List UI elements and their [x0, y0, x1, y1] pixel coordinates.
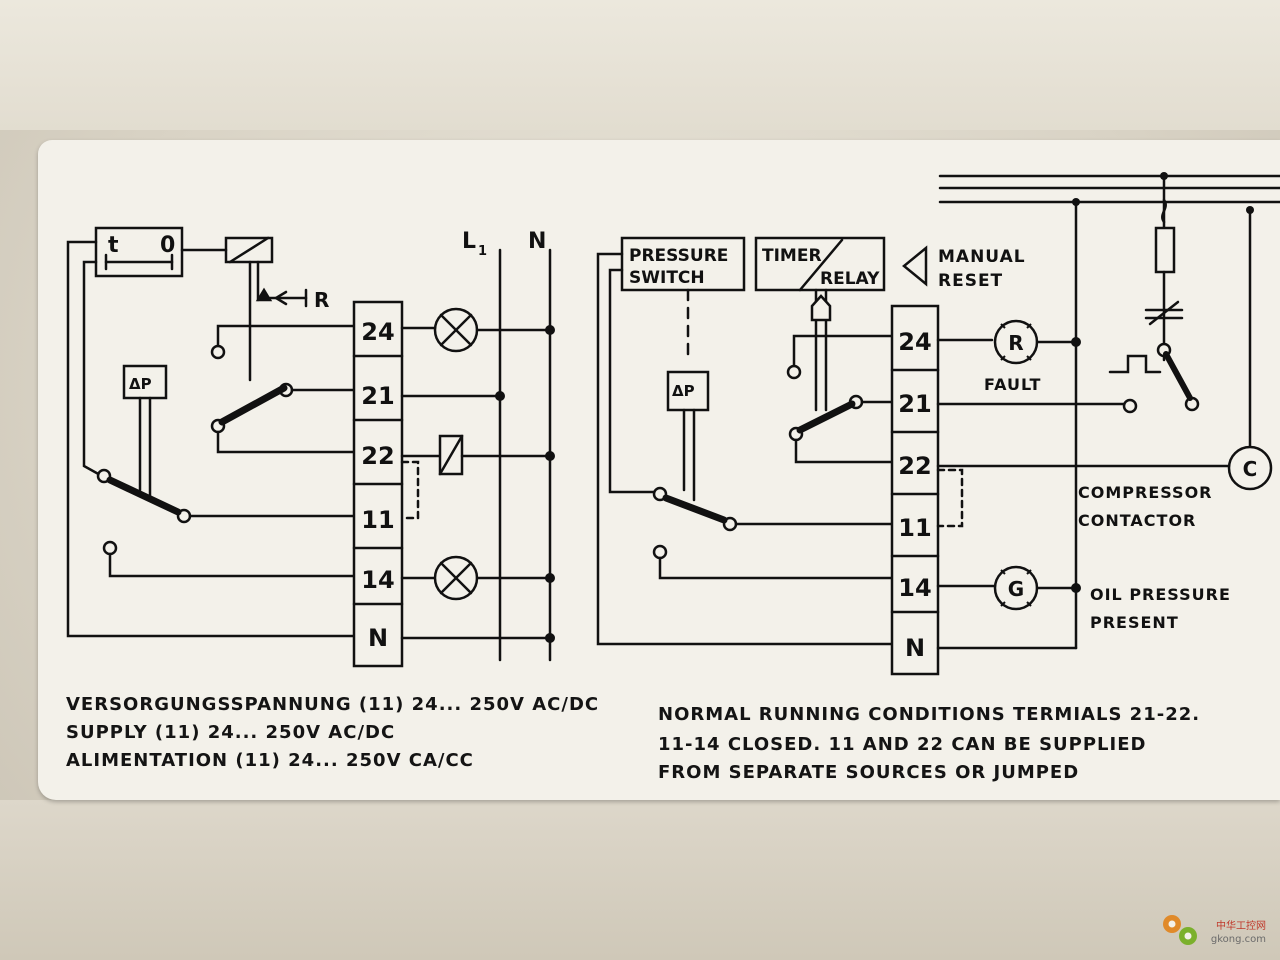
terminal-left-14: 14: [361, 566, 394, 594]
pressure-switch-label-1: PRESSURE: [629, 246, 728, 266]
terminal-left-24: 24: [361, 318, 394, 346]
gkong-logo-icon: [1163, 915, 1197, 945]
note-right-1: NORMAL RUNNING CONDITIONS TERMIALS 21-22…: [658, 704, 1201, 725]
outer-wire: [66, 240, 356, 638]
terminal-left-11: 11: [361, 506, 394, 534]
rail-l-sub-label: 1: [478, 244, 487, 259]
terminal-block-right: [890, 304, 940, 676]
terminal-right-14: 14: [898, 574, 931, 602]
note-right-2: 11-14 CLOSED. 11 AND 22 CAN BE SUPPLIED: [658, 734, 1147, 755]
note-left-2: SUPPLY (11) 24... 250V AC/DC: [66, 722, 396, 743]
timer-relay-box: [754, 236, 886, 292]
right-diagram: [596, 174, 1280, 676]
oil-pressure-label: OIL PRESSURE: [1090, 585, 1231, 604]
rail-n-label: N: [528, 229, 546, 254]
dp-sensor-left: [122, 364, 168, 400]
left-diagram: [66, 226, 552, 668]
dp-sensor-right: [666, 370, 710, 412]
terminal-right-11: 11: [898, 514, 931, 542]
terminal-left-22: 22: [361, 442, 394, 470]
fault-label: FAULT: [984, 375, 1041, 394]
contactor-coil-c: C: [1243, 457, 1258, 481]
reset-label: RESET: [938, 271, 1003, 291]
note-left-1: VERSORGUNGSSPANNUNG (11) 24... 250V AC/D…: [66, 694, 600, 715]
relay-label: RELAY: [820, 269, 880, 289]
contactor-label: CONTACTOR: [1078, 511, 1196, 530]
timer-t-label: t: [108, 233, 119, 258]
present-label: PRESENT: [1090, 613, 1179, 632]
compressor-label: COMPRESSOR: [1078, 483, 1213, 502]
wiring-label-sticker: [38, 140, 1280, 800]
terminal-left-n: N: [368, 624, 388, 652]
note-left-3: ALIMENTATION (11) 24... 250V CA/CC: [66, 750, 474, 771]
reset-r-label: R: [314, 288, 329, 312]
note-right-3: FROM SEPARATE SOURCES OR JUMPED: [658, 762, 1080, 783]
housing-top: [0, 0, 1280, 130]
right-outer-wire: [596, 252, 894, 646]
watermark: 中华工控网 gkong.com: [1211, 920, 1266, 946]
timer-box: [94, 226, 184, 278]
fault-lamp-r: R: [1008, 331, 1023, 355]
rail-l-label: L: [462, 229, 476, 254]
watermark-url: gkong.com: [1210, 934, 1266, 945]
watermark-cn: 中华工控网: [1216, 921, 1266, 932]
terminal-right-n: N: [905, 634, 925, 662]
terminal-right-21: 21: [898, 390, 931, 418]
manual-label: MANUAL: [938, 247, 1026, 267]
terminal-left-21: 21: [361, 382, 394, 410]
pressure-switch-label-2: SWITCH: [629, 268, 705, 288]
dp-label-right: ΔP: [672, 382, 695, 400]
dp-label-left: ΔP: [129, 375, 152, 393]
housing-bottom: [0, 800, 1280, 960]
oil-lamp-g: G: [1008, 577, 1024, 601]
timer-label: TIMER: [762, 246, 822, 266]
terminal-right-22: 22: [898, 452, 931, 480]
pressure-switch-box: [620, 236, 746, 292]
terminal-right-24: 24: [898, 328, 931, 356]
timer-zero-label: 0: [160, 233, 175, 258]
